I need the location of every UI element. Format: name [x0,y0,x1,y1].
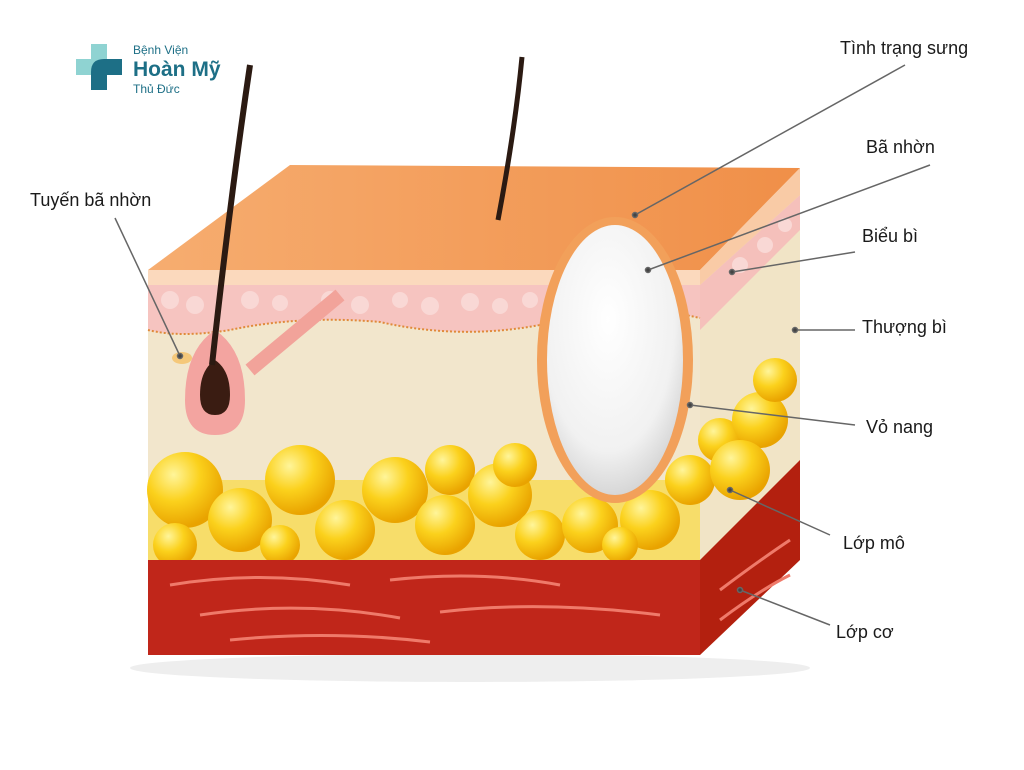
side-epidermis [700,195,800,330]
label-sebum: Bã nhờn [866,137,935,157]
label-muscle: Lớp cơ [836,622,894,642]
logo-line2: Hoàn Mỹ [133,58,221,81]
label-epidermis: Biểu bì [862,226,919,246]
label-tissue: Lớp mô [843,533,905,553]
cyst-sebum [547,225,683,495]
label-swelling: Tình trạng sưng [840,38,969,58]
label-capsule: Vỏ nang [866,417,934,437]
leader-lines [114,64,931,626]
label-sebaceous-gland: Tuyến bã nhờn [30,190,152,210]
arrector-muscle [245,289,345,376]
hospital-cross-logo-icon [76,44,122,90]
hair-left [209,64,253,366]
muscle-side [700,460,800,655]
hospital-logo: Bệnh Viện Hoàn Mỹ Thủ Đức [133,44,221,95]
skin-surface [148,165,800,270]
shadow [130,654,810,682]
logo-line1: Bệnh Viện [133,43,189,57]
muscle-fibers [169,538,791,644]
label-dermis: Thượng bì [862,317,947,337]
logo-line3: Thủ Đức [133,82,180,96]
hair-right [495,56,525,221]
